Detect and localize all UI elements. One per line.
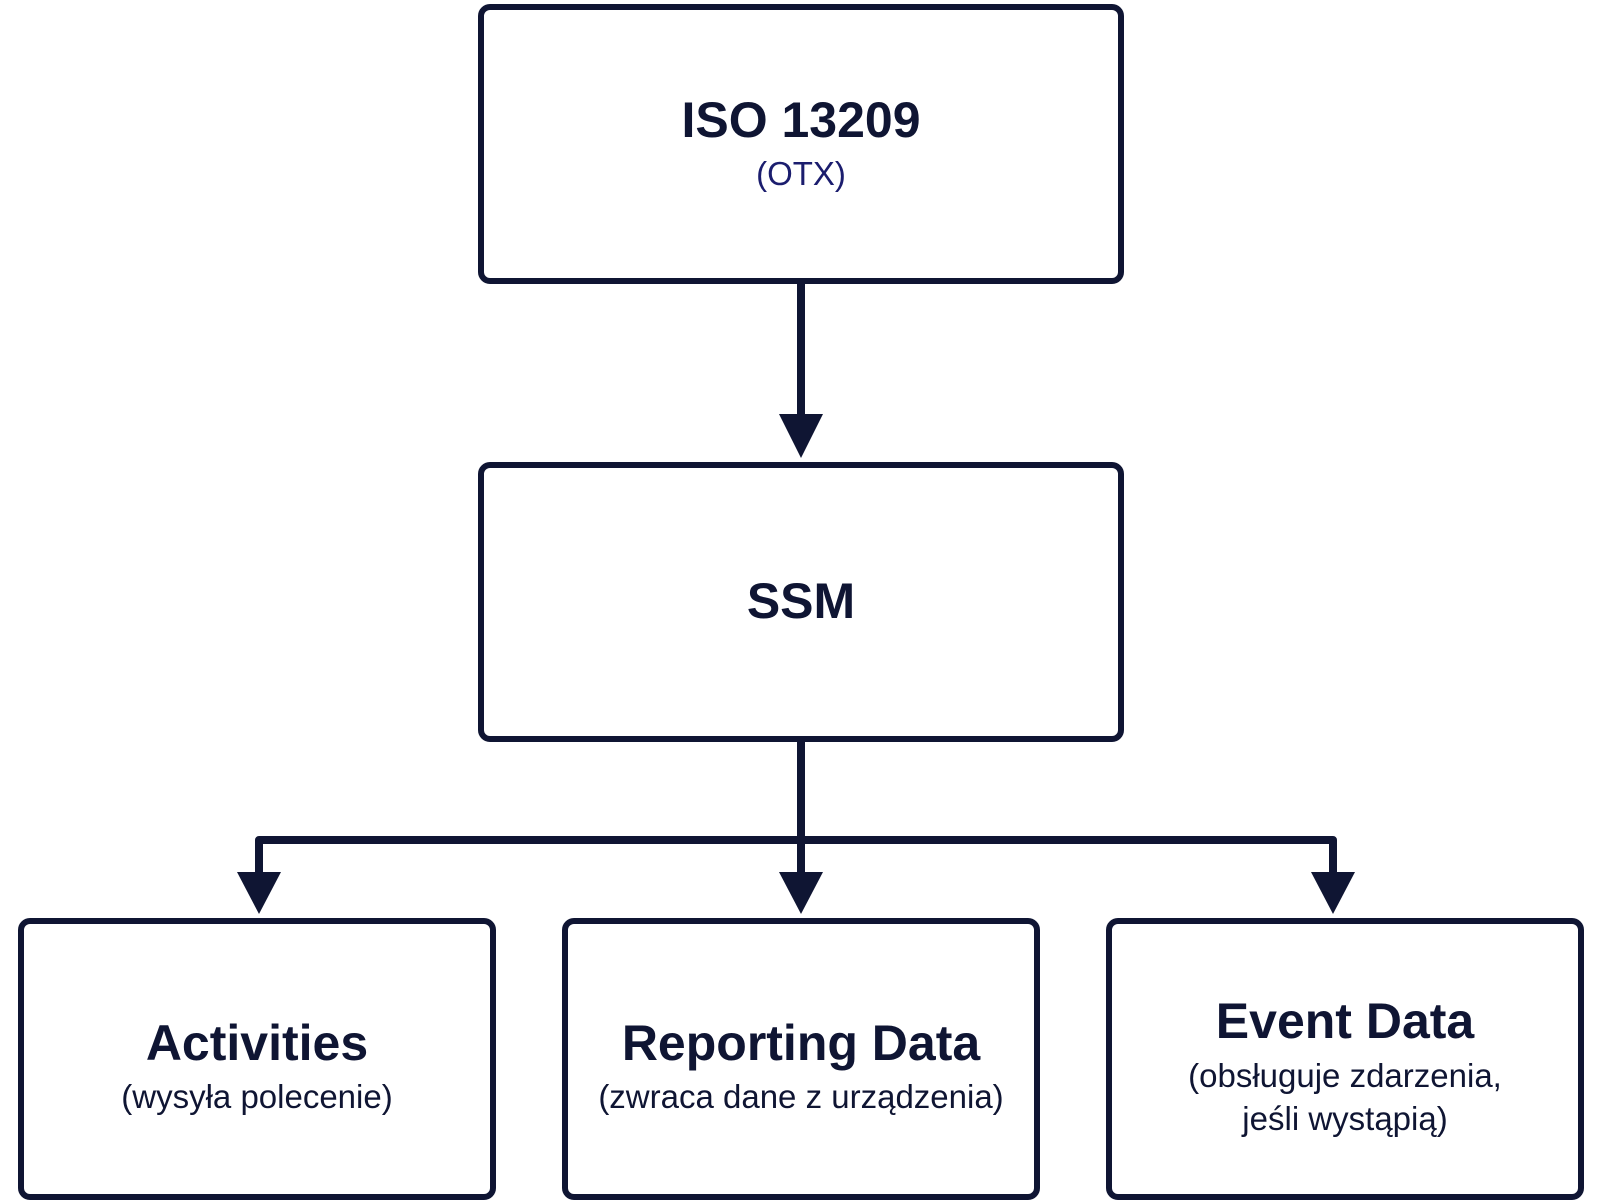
node-activities-title: Activities — [145, 1014, 369, 1071]
node-event-subtitle-line2: jeśli wystąpią) — [1242, 1099, 1448, 1137]
arrowhead-reporting — [779, 872, 823, 914]
node-iso-subtitle: (OTX) — [756, 155, 846, 193]
arrowhead-ssm — [779, 414, 823, 458]
node-activities: Activities (wysyła polecenie) — [18, 918, 496, 1200]
node-reporting-data: Reporting Data (zwraca dane z urządzenia… — [562, 918, 1040, 1200]
arrowhead-event — [1311, 872, 1355, 914]
edge-ssm-activities — [255, 836, 1337, 882]
node-activities-subtitle: (wysyła polecenie) — [121, 1078, 393, 1116]
node-ssm-title: SSM — [746, 573, 856, 630]
node-reporting-title: Reporting Data — [621, 1014, 981, 1071]
arrowhead-activities — [237, 872, 281, 914]
node-event-subtitle-line1: (obsługuje zdarzenia, — [1188, 1056, 1502, 1094]
node-event-title: Event Data — [1215, 993, 1475, 1050]
node-ssm: SSM — [478, 462, 1124, 742]
node-event-data: Event Data (obsługuje zdarzenia, jeśli w… — [1106, 918, 1584, 1200]
node-iso-title: ISO 13209 — [681, 91, 921, 148]
node-iso-13209: ISO 13209 (OTX) — [478, 4, 1124, 284]
node-reporting-subtitle: (zwraca dane z urządzenia) — [598, 1078, 1004, 1116]
